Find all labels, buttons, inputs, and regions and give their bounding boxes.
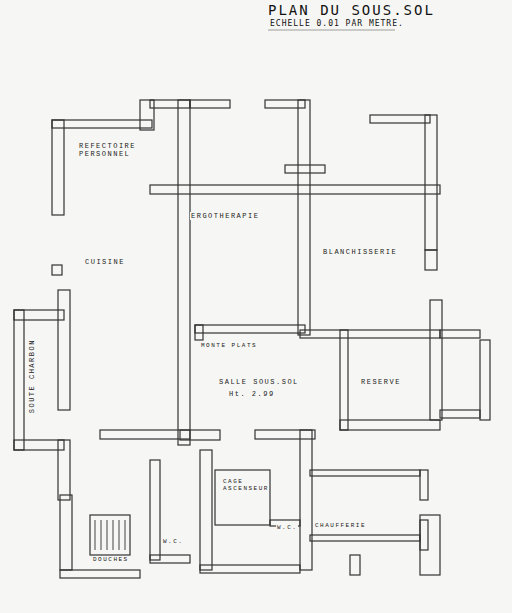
wall bbox=[200, 450, 212, 570]
wall bbox=[420, 515, 440, 575]
tread bbox=[125, 520, 126, 550]
plan-title: PLAN DU SOUS.SOL bbox=[268, 2, 435, 18]
tread bbox=[119, 520, 120, 550]
room-label: W.C. bbox=[162, 538, 184, 545]
wall bbox=[420, 470, 428, 500]
wall bbox=[150, 100, 190, 108]
wall bbox=[265, 100, 305, 108]
wall bbox=[52, 120, 64, 215]
wall bbox=[200, 565, 300, 573]
wall bbox=[58, 440, 70, 500]
scale-note: ECHELLE 0.01 PAR METRE. bbox=[270, 19, 404, 28]
room-label: Ht. 2.99 bbox=[228, 390, 276, 398]
walls bbox=[14, 100, 490, 578]
room-label: W.C. bbox=[276, 524, 298, 531]
wall bbox=[340, 420, 440, 430]
wall bbox=[60, 570, 140, 578]
room-label: CHAUFFERIE bbox=[314, 522, 367, 529]
wall bbox=[310, 470, 420, 476]
wall bbox=[425, 115, 437, 250]
room-label: CAGE ASCENSEUR bbox=[222, 478, 266, 492]
room-label: ERGOTHERAPIE bbox=[190, 212, 260, 220]
wall bbox=[255, 430, 315, 439]
wall bbox=[14, 310, 24, 450]
room-label: DOUCHES bbox=[92, 556, 130, 563]
room-label: CUISINE bbox=[84, 258, 126, 266]
wall bbox=[14, 310, 64, 320]
stair-treads bbox=[95, 520, 125, 550]
wall bbox=[425, 250, 437, 270]
tread bbox=[101, 520, 102, 550]
room-label: SOUTE CHARBON bbox=[28, 338, 36, 414]
wall bbox=[150, 185, 440, 194]
wall bbox=[195, 325, 203, 340]
room-label: SALLE SOUS.SOL bbox=[218, 378, 300, 386]
wall bbox=[310, 535, 420, 541]
wall bbox=[300, 430, 312, 570]
wall bbox=[370, 115, 430, 123]
wall bbox=[420, 520, 428, 550]
wall bbox=[430, 300, 442, 420]
wall bbox=[195, 325, 305, 333]
wall bbox=[150, 460, 160, 560]
room-label: MONTE PLATS bbox=[200, 342, 258, 349]
wall bbox=[150, 555, 190, 563]
wall bbox=[190, 100, 230, 108]
tread bbox=[95, 520, 96, 550]
wall bbox=[90, 515, 130, 555]
room-label: BLANCHISSERIE bbox=[322, 248, 398, 256]
tread bbox=[113, 520, 114, 550]
wall bbox=[285, 165, 325, 173]
wall bbox=[215, 470, 270, 525]
wall bbox=[178, 100, 190, 445]
wall bbox=[440, 410, 480, 418]
wall bbox=[52, 120, 152, 128]
wall bbox=[480, 340, 490, 420]
tread bbox=[107, 520, 108, 550]
wall bbox=[340, 330, 348, 430]
wall bbox=[58, 290, 70, 410]
wall bbox=[100, 430, 190, 439]
room-label: RESERVE bbox=[360, 378, 402, 386]
wall bbox=[52, 265, 62, 275]
wall bbox=[298, 100, 310, 335]
wall bbox=[440, 330, 480, 338]
wall bbox=[60, 495, 72, 570]
wall bbox=[140, 100, 154, 130]
scale-rule bbox=[268, 30, 395, 31]
wall bbox=[350, 555, 360, 575]
wall bbox=[300, 330, 440, 338]
wall bbox=[14, 440, 64, 450]
room-label: REFECTOIRE PERSONNEL bbox=[78, 142, 150, 159]
wall bbox=[180, 430, 220, 440]
